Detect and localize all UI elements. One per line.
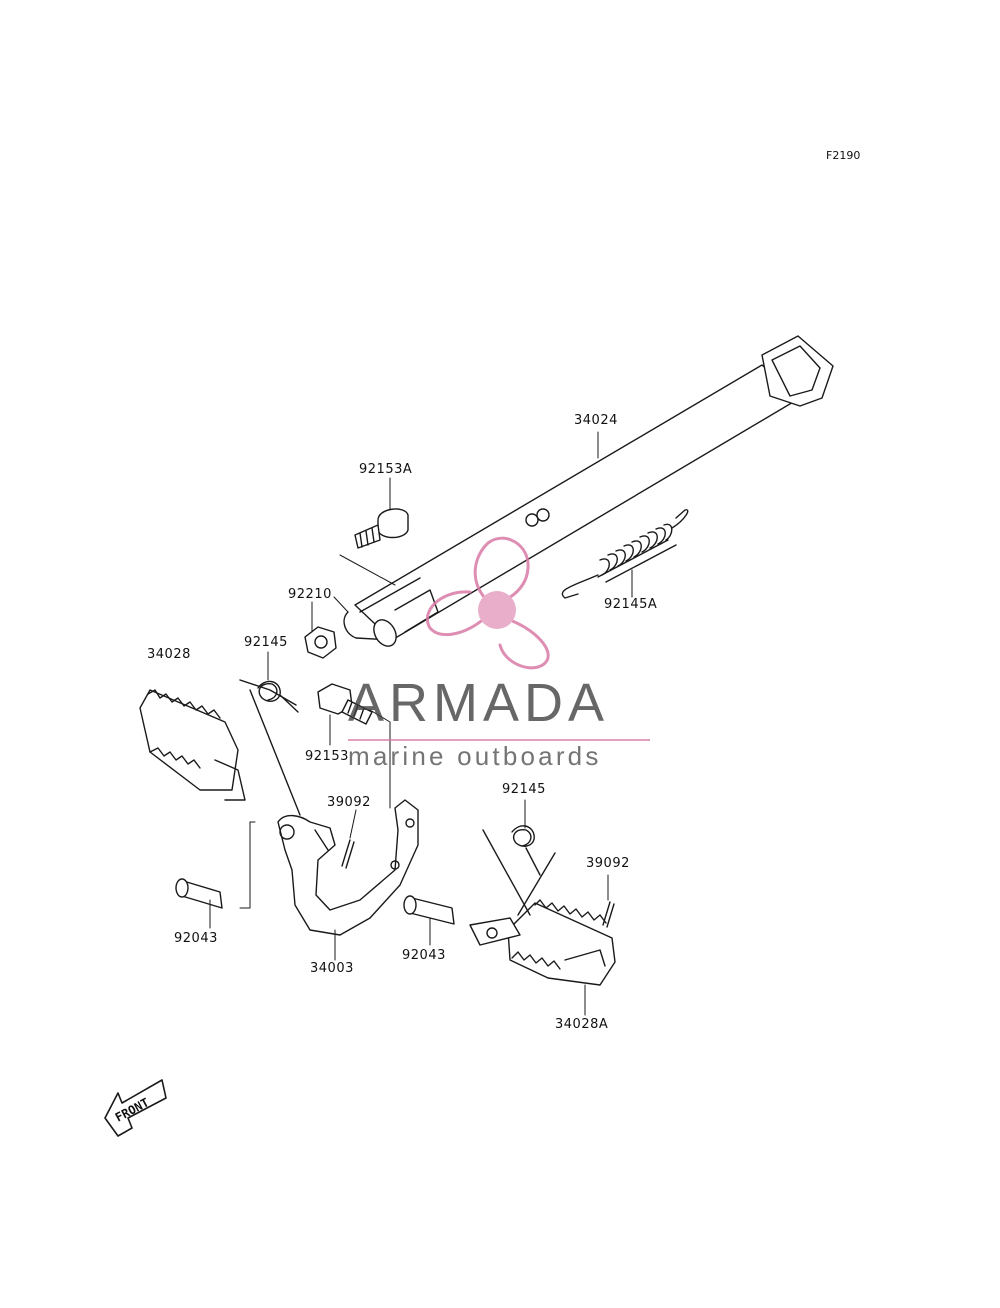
leader-lines [209,431,633,1016]
label-34028A: 34028A [555,1017,609,1032]
pin-92043-right [403,895,455,925]
label-39092-right: 39092 [586,856,630,871]
label-34028: 34028 [147,647,191,662]
spring-92145A [561,509,689,599]
bolt-92153A [354,508,409,549]
nut-92210 [304,626,337,659]
watermark-divider [348,739,650,741]
cotter-pin-39092-left [341,839,355,869]
label-92043-right: 92043 [402,948,446,963]
label-34003: 34003 [310,961,354,976]
label-92145-left: 92145 [244,635,288,650]
label-92145A: 92145A [604,597,658,612]
bolt-92153 [317,683,373,725]
label-92153A: 92153A [359,462,413,477]
label-39092-left: 39092 [327,795,371,810]
drawing-code: F2190 [826,149,861,162]
side-stand-34024 [343,335,834,647]
cotter-pin-39092-right [602,901,615,928]
propeller-logo-icon [426,536,550,670]
label-34024: 34024 [574,413,618,428]
watermark-tagline: marine outboards [348,741,602,771]
label-92210: 92210 [288,587,332,602]
spring-92145-right [482,825,556,916]
footpeg-34028A [469,899,616,986]
label-92153: 92153 [305,749,349,764]
front-arrow-icon [104,1079,167,1137]
label-92145-right: 92145 [502,782,546,797]
footpeg-34028 [139,679,301,816]
brake-pedal-34003 [277,799,419,936]
spring-92145-left [257,680,299,713]
pin-92043-left [175,878,223,909]
label-92043-left: 92043 [174,931,218,946]
watermark-name: ARMADA [348,673,610,733]
